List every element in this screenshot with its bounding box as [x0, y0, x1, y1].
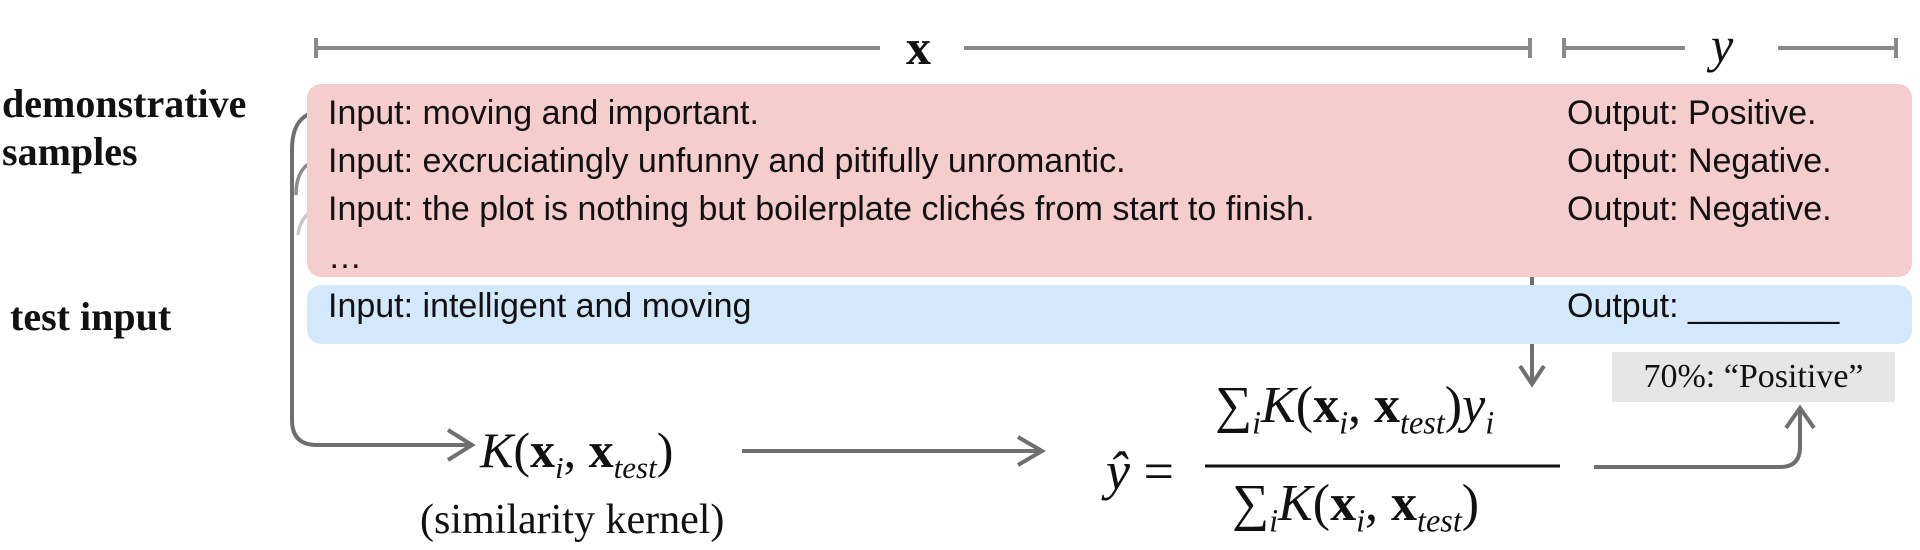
formula-to-prediction-arrow [1594, 410, 1802, 469]
demo-ellipsis: … [328, 238, 362, 276]
formula-denominator: ∑iK(xi, xtest) [1232, 475, 1480, 539]
demo-input-2: Input: excruciatingly unfunny and pitifu… [328, 142, 1126, 180]
demonstrative-samples-label: demonstrative samples [2, 80, 246, 176]
formula-lhs: ŷ = [1106, 441, 1174, 501]
demonstrations-panel [307, 84, 1912, 277]
test-input-text: Input: intelligent and moving [328, 287, 752, 325]
formula-numerator: ∑iK(xi, xtest)yi [1215, 377, 1495, 441]
demonstrative-label-line2: samples [2, 129, 138, 174]
demo-input-1: Input: moving and important. [328, 94, 759, 132]
prediction-arrowhead [1784, 404, 1816, 430]
demonstrative-label-line1: demonstrative [2, 81, 247, 126]
kernel-caption: (similarity kernel) [420, 497, 725, 543]
demo-input-3: Input: the plot is nothing but boilerpla… [328, 190, 1315, 228]
kernel-arrowhead [446, 428, 476, 462]
prediction-result: 70%: “Positive” [1612, 352, 1895, 402]
y-header-label: y [1711, 17, 1734, 73]
x-header-label: x [906, 19, 931, 75]
demo-output-2: Output: Negative. [1567, 142, 1832, 180]
demo-output-3: Output: Negative. [1567, 190, 1832, 228]
test-output-blank: Output: ________ [1567, 287, 1840, 325]
test-input-panel [307, 285, 1912, 344]
formula-arrowhead [1518, 364, 1546, 388]
kernel-expression: K(xi, xtest) [480, 422, 674, 485]
x-bracket [314, 38, 1532, 58]
demo-output-1: Output: Positive. [1567, 94, 1817, 132]
y-bracket [1562, 38, 1898, 58]
test-input-label: test input [10, 294, 172, 339]
kernel-to-formula-arrowhead [1016, 435, 1046, 467]
